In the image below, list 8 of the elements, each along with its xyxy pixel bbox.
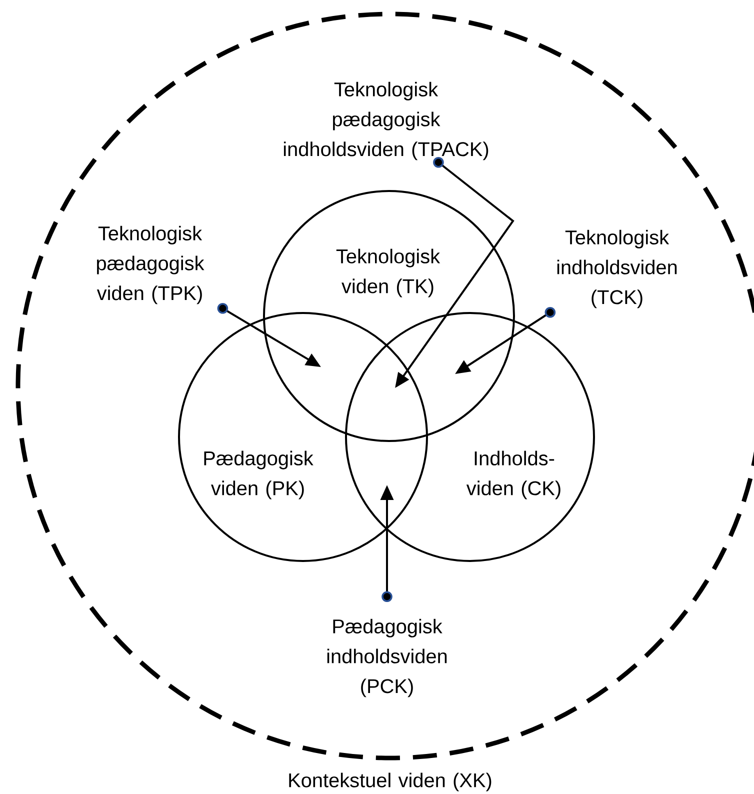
callout-text: Teknologisk pædagogisk indholdsviden (TPACK)	[284, 82, 488, 160]
circle-caption: Kontekstuel viden (XK)	[289, 772, 492, 792]
callout-text: Teknologisk pædagogisk viden (TPK)	[96, 226, 204, 304]
callout-text: Pædagogisk indholdsviden (PCK)	[327, 618, 447, 698]
circle-label: Pædagogisk viden (PK)	[204, 450, 314, 500]
circle-label: Indholds- viden (CK)	[466, 450, 560, 500]
circle-label: Teknologisk viden (TK)	[336, 248, 440, 298]
callout-text: Teknologisk indholdsviden (TCK)	[557, 230, 677, 308]
